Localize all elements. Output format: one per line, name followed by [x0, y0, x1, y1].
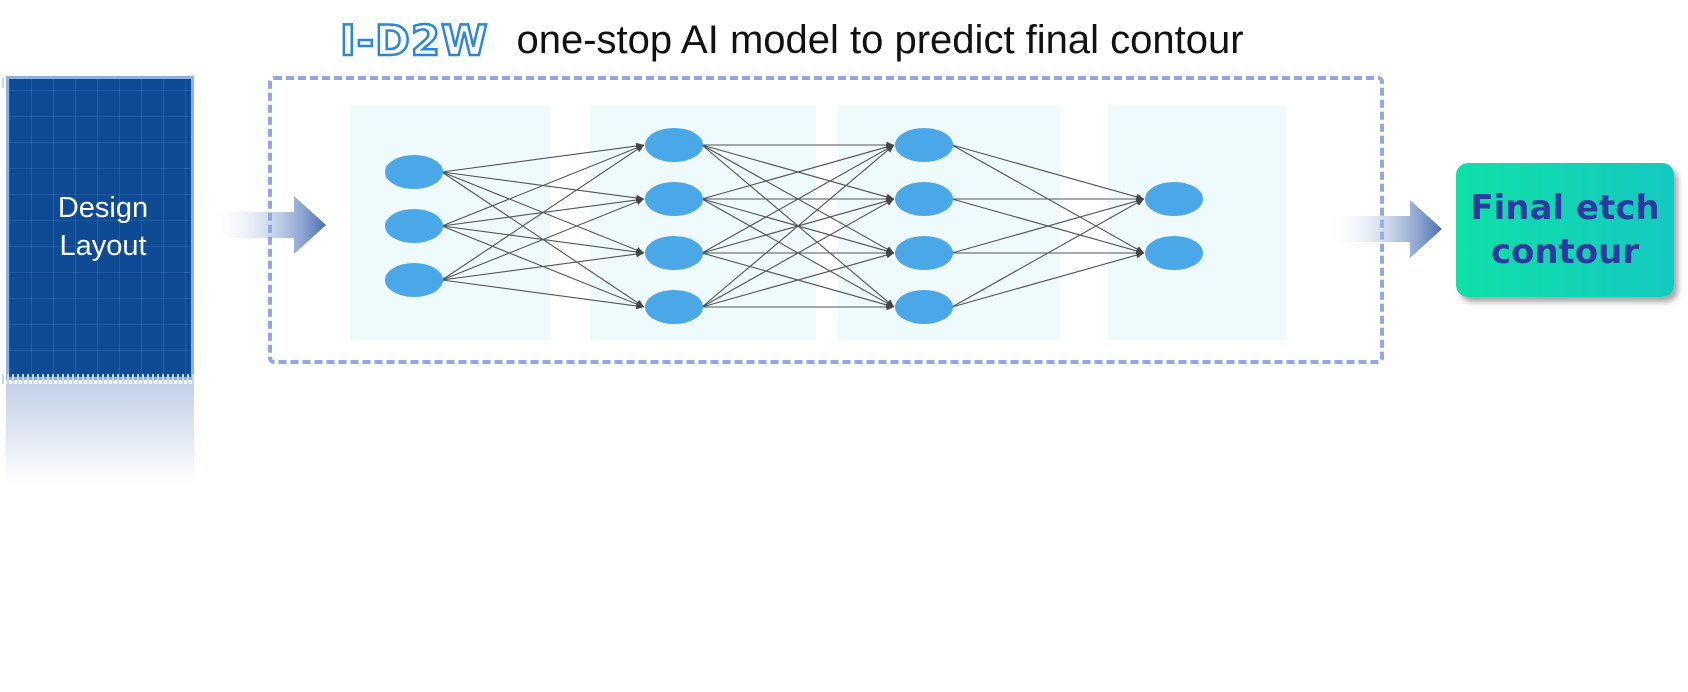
connection-arrow [701, 144, 895, 308]
connection-arrow [951, 251, 1145, 308]
neuron-node [895, 236, 953, 270]
chip-pins-bottom [2, 374, 196, 384]
chip-reflection [6, 384, 194, 484]
neuron-node [895, 128, 953, 162]
neuron-node [385, 155, 443, 189]
neuron-node [385, 209, 443, 243]
connection-arrow [951, 144, 1145, 201]
design-layout-label-line2: Layout [59, 230, 147, 262]
output-label-line2: contour [1490, 232, 1640, 272]
brand-logo-text: I-D2W [339, 14, 489, 66]
connection-arrow [441, 279, 645, 310]
connection-arrow [701, 144, 895, 254]
design-layout-chip: Design Layout [6, 76, 194, 380]
output-arrow-icon [1326, 200, 1442, 258]
neuron-node [645, 128, 703, 162]
neuron-node [895, 182, 953, 216]
connection-arrow [701, 251, 895, 308]
connection-arrow [441, 198, 645, 281]
connection-arrow [441, 144, 645, 227]
diagram-title: I-D2W one-stop AI model to predict final… [339, 10, 1244, 70]
connection-arrow [951, 198, 1145, 308]
diagram-subtitle: one-stop AI model to predict final conto… [516, 17, 1244, 62]
design-layout-label-line1: Design [57, 192, 149, 224]
connection-arrow [951, 197, 1145, 254]
neuron-node [385, 263, 443, 297]
output-label-line1: Final etch [1470, 188, 1660, 228]
layer-band [1108, 106, 1286, 340]
neuron-node [1145, 182, 1203, 216]
neural-network-diagram [350, 106, 1286, 340]
connection-arrow [441, 144, 645, 281]
final-etch-contour-box: Final etch contour [1456, 163, 1674, 297]
neuron-node [895, 290, 953, 324]
final-etch-contour-label: Final etch contour [1470, 186, 1659, 274]
connection-arrow [701, 198, 895, 308]
neuron-node [645, 182, 703, 216]
connection-arrow [441, 250, 645, 281]
layer-band [590, 106, 816, 340]
connection-arrow [701, 143, 895, 200]
design-layout-label: Design Layout [9, 189, 197, 265]
neuron-node [1145, 236, 1203, 270]
connection-arrow [441, 142, 645, 173]
neuron-node [645, 290, 703, 324]
neuron-node [645, 236, 703, 270]
